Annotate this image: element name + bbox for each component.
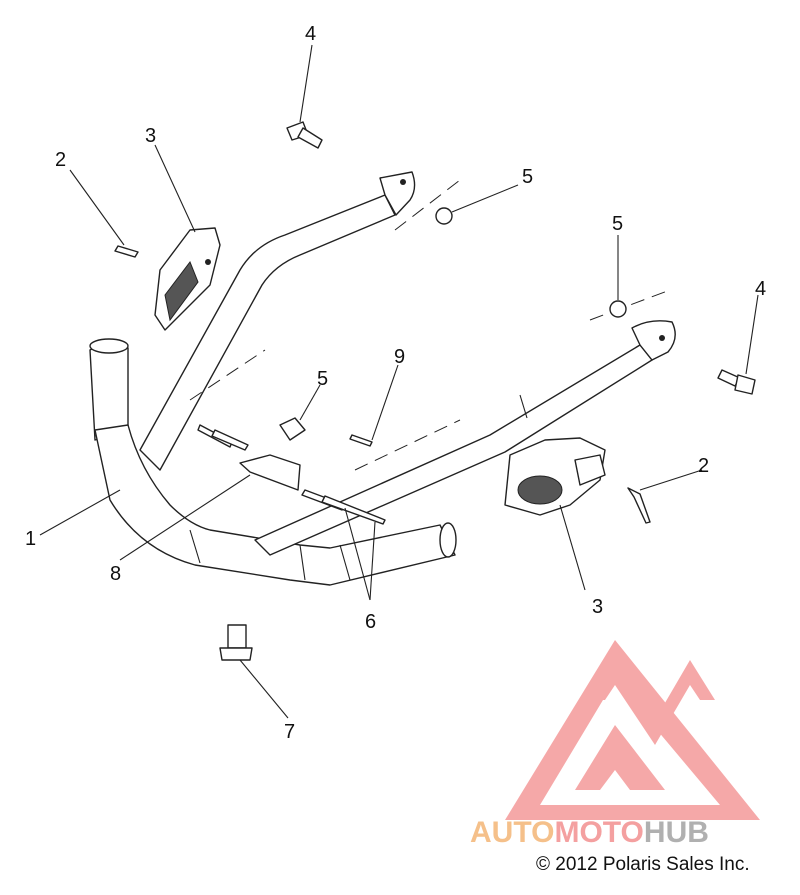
- callout-5-center: 5: [317, 368, 328, 390]
- watermark-logo: [505, 640, 760, 820]
- copyright-text: © 2012 Polaris Sales Inc.: [536, 854, 750, 875]
- callout-2-right: 2: [698, 455, 709, 477]
- bolt-upper: [286, 121, 323, 149]
- nut-center: [279, 417, 306, 441]
- nut-right: [609, 300, 627, 318]
- callout-5-upper: 5: [522, 166, 533, 188]
- callout-1: 1: [25, 528, 36, 550]
- callout-4-right: 4: [755, 278, 766, 300]
- mounting-plate: [239, 454, 301, 491]
- rivet-small: [349, 434, 373, 447]
- bolt-lower: [219, 624, 253, 661]
- callout-6: 6: [365, 611, 376, 633]
- watermark-text: AUTOMOTOHUB: [470, 816, 709, 849]
- bracket-upper-left: [154, 227, 221, 331]
- callout-8: 8: [110, 563, 121, 585]
- callout-2-left: 2: [55, 149, 66, 171]
- callout-5-right: 5: [612, 213, 623, 235]
- callout-3-lower: 3: [592, 596, 603, 618]
- callout-3-upper: 3: [145, 125, 156, 147]
- bumper-tube: [89, 171, 676, 586]
- bracket-lower-right: [504, 437, 606, 516]
- callout-9: 9: [394, 346, 405, 368]
- screw-right: [627, 487, 651, 524]
- bolt-right: [717, 369, 756, 395]
- callout-7: 7: [284, 721, 295, 743]
- leader-lines: [39, 44, 759, 719]
- nut-upper: [435, 207, 453, 225]
- screw-left: [114, 245, 139, 258]
- callout-4-upper: 4: [305, 23, 316, 45]
- rivets: [197, 424, 386, 525]
